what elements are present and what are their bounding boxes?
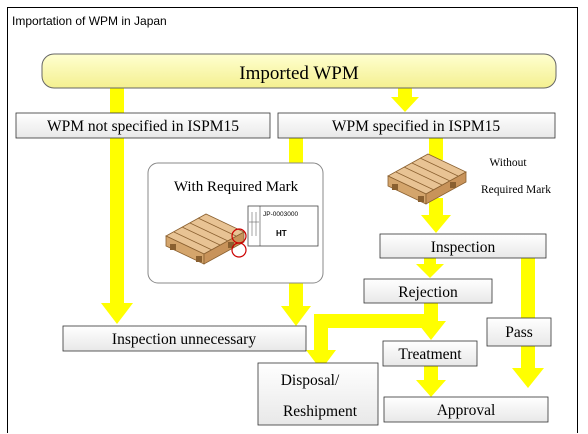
arrow-treatment-to-approval-stem <box>424 365 438 383</box>
arrow-rejection-to-disposal-head <box>306 350 336 370</box>
mark-treatment: HT <box>276 229 287 238</box>
inspection-unnecessary-label: Inspection unnecessary <box>112 331 256 348</box>
rejection-label: Rejection <box>398 284 458 301</box>
arrow-title-to-specified-head <box>391 97 419 112</box>
slide-frame <box>7 7 578 433</box>
without-mark-label-line1: Without <box>489 157 527 169</box>
flow-arrows <box>101 86 544 397</box>
imported-wpm-box <box>41 53 557 89</box>
arrow-inspection-to-rejection-stem <box>424 258 436 266</box>
specified-label: WPM specified in ISPM15 <box>332 118 501 135</box>
without-mark-label-line2: Required Mark <box>481 184 551 196</box>
arrow-rejection-to-disposal-horizontal <box>314 314 438 328</box>
treatment-box <box>382 340 478 367</box>
treatment-label: Treatment <box>398 346 462 363</box>
arrow-without-mark-to-inspection-stem <box>429 198 443 218</box>
arrow-title-to-specified-stem <box>398 86 412 98</box>
arrow-specified-to-without-mark <box>429 138 443 160</box>
arrow-treatment-to-approval-head <box>416 380 446 397</box>
not-specified-label: WPM not specified in ISPM15 <box>47 118 239 135</box>
arrow-pass-to-approval-head <box>512 368 544 388</box>
inspection-label: Inspection <box>431 239 496 256</box>
page-title: Importation of WPM in Japan <box>12 14 167 28</box>
inspection-box <box>379 233 547 259</box>
arrow-with-mark-to-unnecessary-stem <box>289 283 303 309</box>
arrow-with-mark-to-unnecessary-head <box>281 306 311 326</box>
not-specified-box <box>15 112 271 139</box>
approval-box <box>383 396 549 423</box>
pass-box <box>486 317 552 347</box>
rejection-box <box>363 278 493 304</box>
disposal-box <box>257 362 379 426</box>
arrow-not-specified-to-unnecessary-stem <box>110 138 124 306</box>
with-required-mark-label: With Required Mark <box>174 179 299 195</box>
arrow-pass-to-approval-stem <box>521 345 535 371</box>
pallet-with-mark-image <box>165 213 247 265</box>
imported-wpm-label: Imported WPM <box>239 63 359 84</box>
specified-box <box>277 112 556 139</box>
inspection-unnecessary-box <box>62 325 307 352</box>
mark-code: JP-0003000 <box>263 211 298 218</box>
pass-label: Pass <box>505 324 533 341</box>
disposal-label-line1: Disposal/ <box>281 372 340 389</box>
arrow-rejection-to-disposal-stem <box>314 314 328 354</box>
arrow-title-to-not-specified <box>110 86 124 114</box>
required-mark-stamp: JP-0003000 HT <box>247 205 319 247</box>
arrow-specified-to-with-mark <box>289 138 303 164</box>
arrow-inspection-to-pass <box>521 258 535 318</box>
pallet-without-mark-image <box>387 153 467 205</box>
arrow-without-mark-to-inspection-head <box>421 215 451 233</box>
arrow-inspection-to-rejection-head <box>416 264 444 278</box>
approval-label: Approval <box>437 402 496 419</box>
disposal-label-line2: Reshipment <box>283 403 358 420</box>
arrow-not-specified-to-unnecessary-head <box>101 303 133 324</box>
